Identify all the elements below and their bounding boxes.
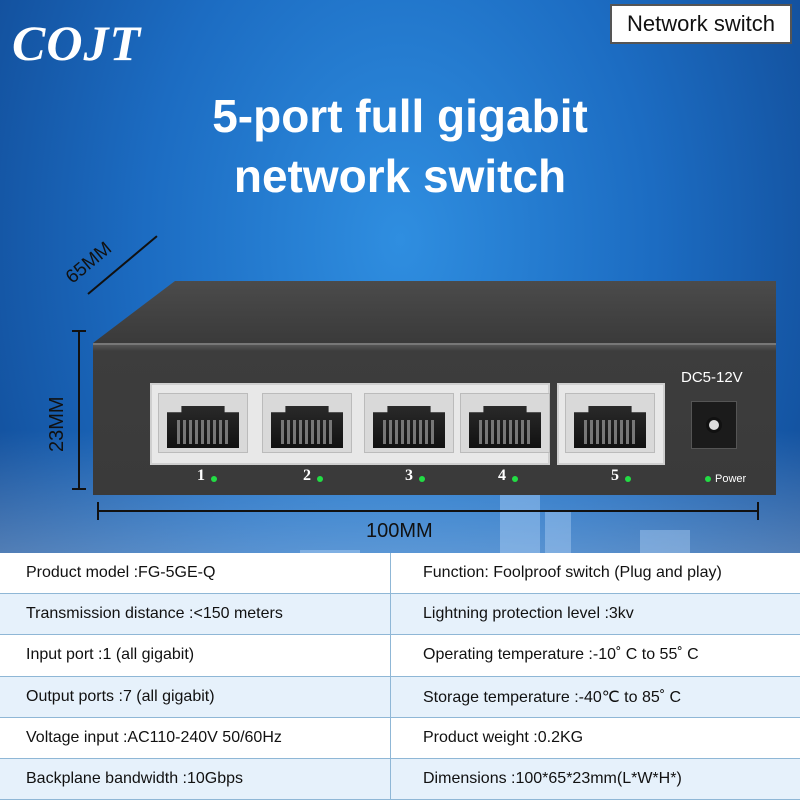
dc-power-jack — [691, 401, 737, 449]
width-dimension-cap — [757, 502, 759, 520]
width-dimension-line — [98, 510, 758, 512]
port-number: 4 — [498, 467, 506, 484]
height-dimension-cap — [72, 330, 86, 332]
brand-logo: COJT — [12, 15, 141, 71]
spec-cell: Function: Foolproof switch (Plug and pla… — [390, 553, 800, 595]
port-bay — [150, 383, 550, 465]
switch-top-panel — [93, 281, 776, 343]
switch-front-panel: 1 2 3 4 5 DC5-12V Power — [93, 343, 776, 495]
height-dimension-cap — [72, 488, 86, 490]
height-dimension-label: 23MM — [46, 396, 68, 452]
category-tag: Network switch — [610, 4, 792, 44]
spec-cell: Operating temperature :-10˚ C to 55˚ C — [390, 635, 800, 677]
spec-cell: Input port :1 (all gigabit) — [0, 635, 390, 677]
port-led-4 — [512, 476, 518, 482]
spec-cell: Dimensions :100*65*23mm(L*W*H*) — [390, 758, 800, 800]
dc-input-label: DC5-12V — [681, 369, 743, 386]
spec-cell: Voltage input :AC110-240V 50/60Hz — [0, 718, 390, 759]
spec-cell: Backplane bandwidth :10Gbps — [0, 758, 390, 800]
spec-cell: Output ports :7 (all gigabit) — [0, 676, 390, 718]
depth-dimension-label: 65MM — [62, 238, 116, 289]
port-number: 1 — [197, 467, 205, 484]
title-line-2: network switch — [233, 150, 567, 202]
height-dimension-line — [78, 330, 80, 490]
port-number: 5 — [611, 467, 619, 484]
spec-cell: Storage temperature :-40℃ to 85˚ C — [390, 676, 800, 718]
port-led-2 — [317, 476, 323, 482]
port-led-3 — [419, 476, 425, 482]
port-led-5 — [625, 476, 631, 482]
page-title: 5-port full gigabit network switch — [0, 86, 800, 206]
ethernet-port-3 — [364, 393, 454, 453]
port-led-1 — [211, 476, 217, 482]
port-number: 3 — [405, 467, 413, 484]
ethernet-port-1 — [158, 393, 248, 453]
port-number: 2 — [303, 467, 311, 484]
title-line-1: 5-port full gigabit — [212, 90, 588, 142]
width-dimension-label: 100MM — [366, 520, 433, 542]
spec-cell: Transmission distance :<150 meters — [0, 594, 390, 636]
spec-cell: Lightning protection level :3kv — [390, 594, 800, 636]
width-dimension-cap — [97, 502, 99, 520]
spec-cell: Product model :FG-5GE-Q — [0, 553, 390, 595]
power-led — [705, 476, 711, 482]
power-label: Power — [715, 473, 747, 485]
spec-table: Product model :FG-5GE-Q Function: Foolpr… — [0, 553, 800, 800]
port-bay — [557, 383, 665, 465]
ethernet-port-4 — [460, 393, 550, 453]
ethernet-port-2 — [262, 393, 352, 453]
spec-cell: Product weight :0.2KG — [390, 717, 800, 759]
ethernet-port-5 — [565, 393, 655, 453]
